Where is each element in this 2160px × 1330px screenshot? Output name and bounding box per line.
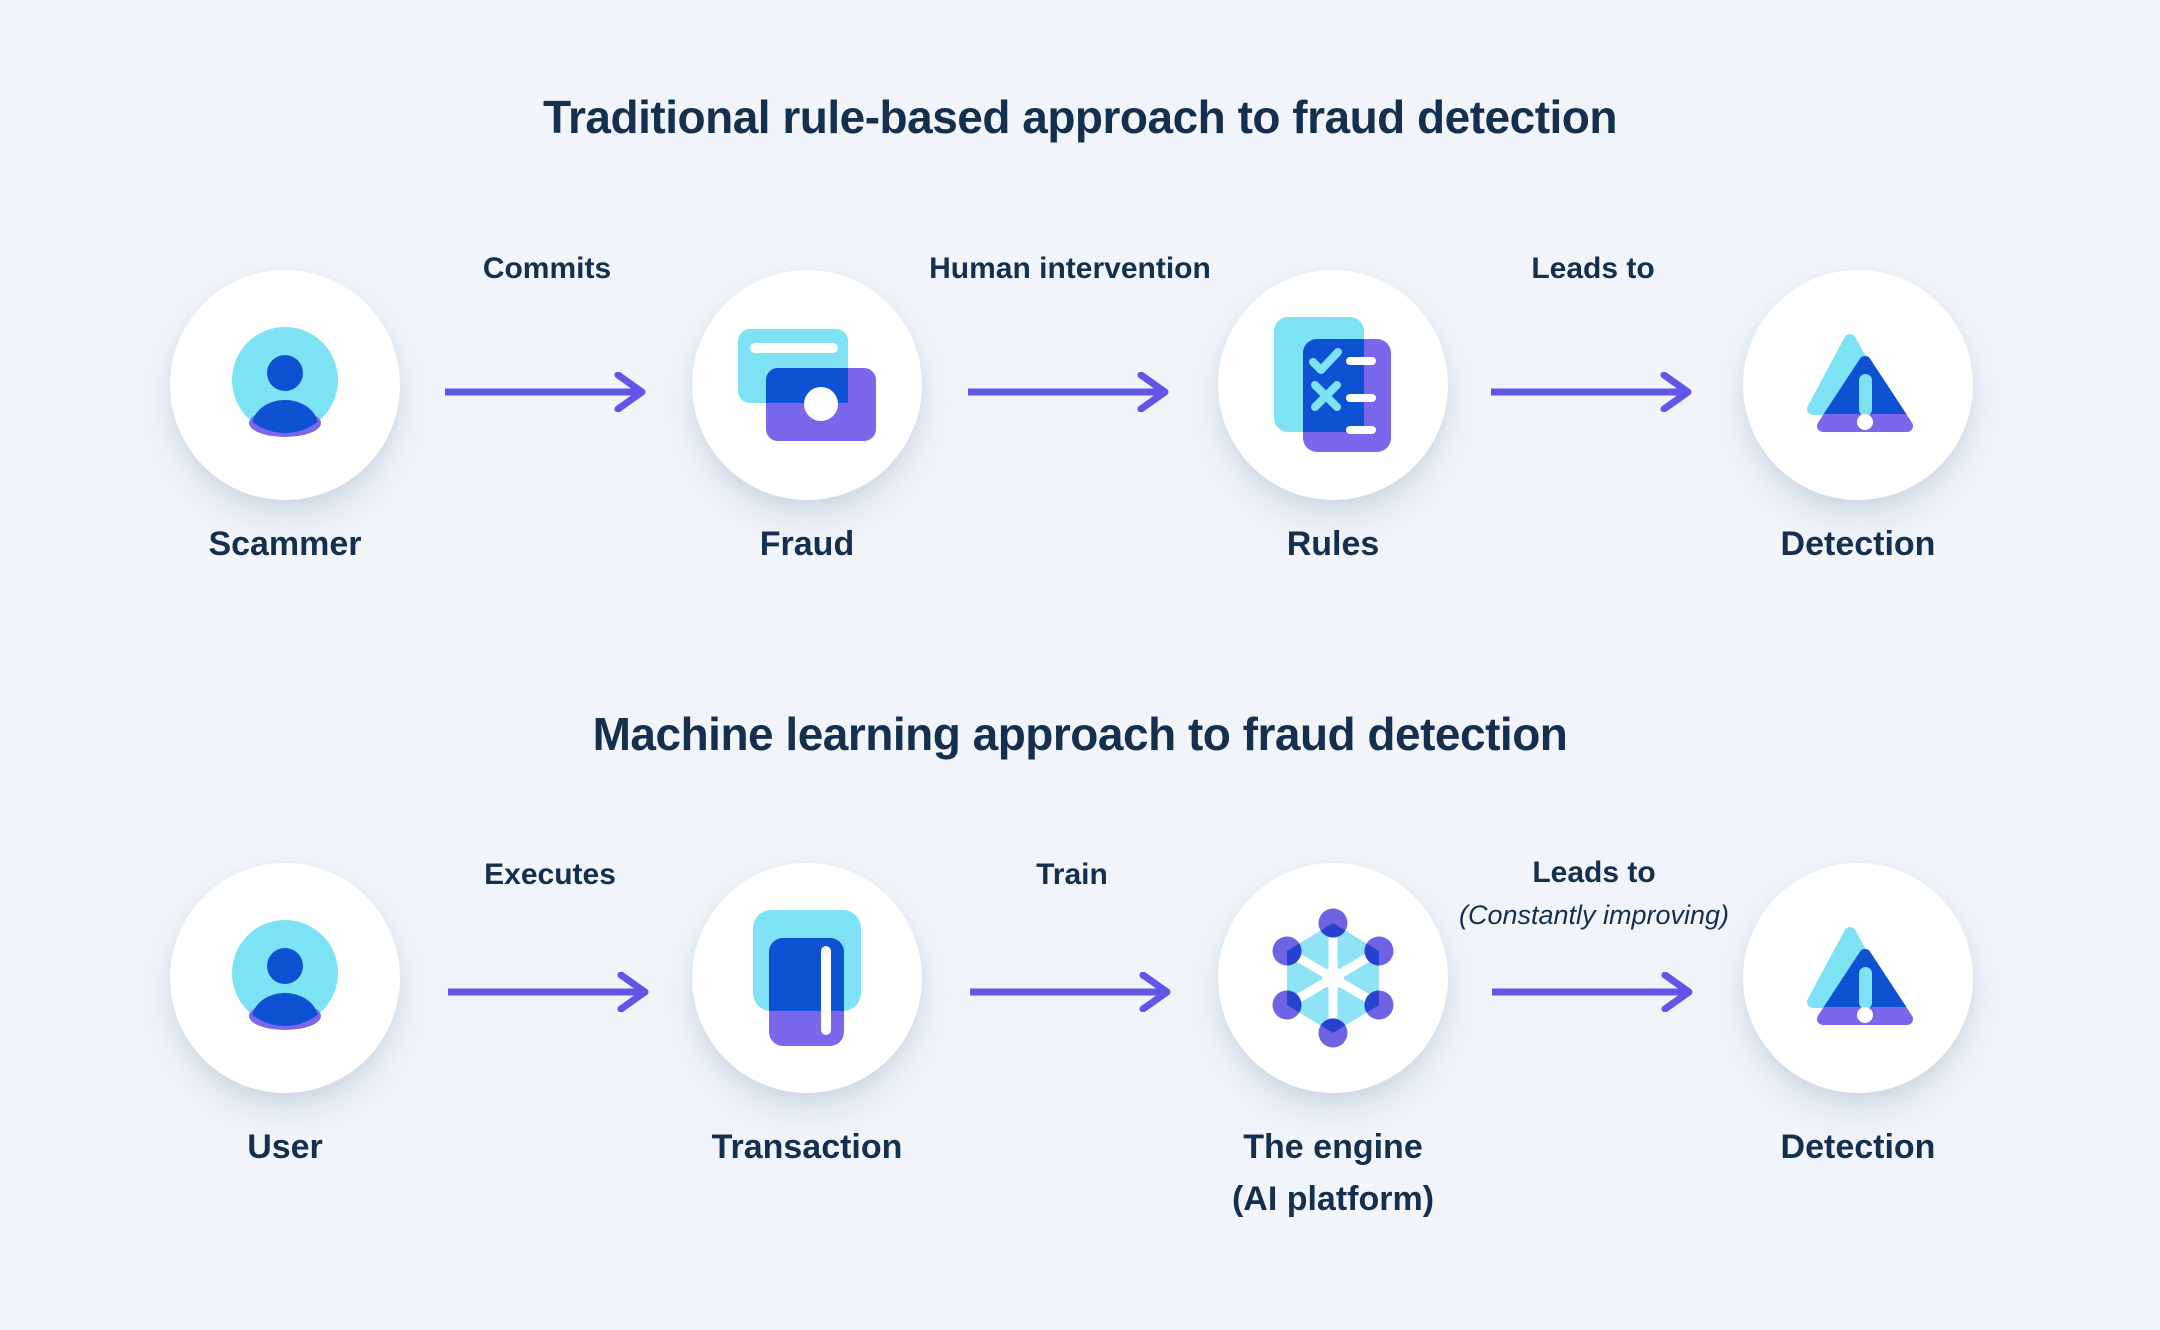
arrow-right-icon [448,971,649,1013]
arrow-label-train: Train [1036,858,1108,891]
user-icon [232,920,338,1030]
network-hexagon-icon [1272,908,1394,1048]
node-circle-detection-1 [1743,270,1973,500]
arrow-sublabel-constantly-improving: (Constantly improving) [1458,900,1730,930]
arrow-leads-to [1488,371,1698,413]
node-label-scammer: Scammer [208,525,362,563]
arrow-right-icon [1491,371,1692,413]
arrow-executes [445,971,655,1013]
node-label-fraud: Fraud [759,525,855,563]
arrow-label-leads-to: Leads to [1531,252,1655,285]
checklist-icon [1274,317,1391,452]
arrow-label-leads-to-2: Leads to [1532,856,1656,889]
arrow-train [967,971,1177,1013]
node-sublabel-engine: (AI platform) [1231,1180,1435,1218]
node-label-transaction: Transaction [711,1128,903,1166]
node-circle-scammer [170,270,400,500]
arrow-label-executes: Executes [484,858,616,891]
node-circle-user [170,863,400,1093]
card-icon [753,910,861,1046]
node-label-rules: Rules [1286,525,1380,563]
node-label-detection-1: Detection [1780,525,1936,563]
warning-triangle-icon [1807,927,1913,1025]
arrow-commits [442,371,652,413]
section-title-traditional: Traditional rule-based approach to fraud… [542,91,1618,143]
arrow-right-icon [970,971,1171,1013]
arrow-label-human-intervention: Human intervention [929,252,1211,285]
node-label-engine: The engine [1243,1128,1423,1166]
section-title-machine-learning: Machine learning approach to fraud detec… [592,708,1568,760]
node-label-detection-2: Detection [1780,1128,1936,1166]
node-circle-engine [1218,863,1448,1093]
arrow-human-intervention [965,371,1175,413]
node-circle-fraud [692,270,922,500]
node-circle-transaction [692,863,922,1093]
arrow-label-commits: Commits [482,252,612,285]
node-circle-detection-2 [1743,863,1973,1093]
credit-cards-icon [738,329,876,441]
warning-triangle-icon [1807,334,1913,432]
arrow-right-icon [968,371,1169,413]
arrow-right-icon [445,371,646,413]
node-circle-rules [1218,270,1448,500]
arrow-leads-to-2 [1489,971,1699,1013]
user-icon [232,327,338,437]
node-label-user: User [247,1128,323,1166]
arrow-right-icon [1492,971,1693,1013]
